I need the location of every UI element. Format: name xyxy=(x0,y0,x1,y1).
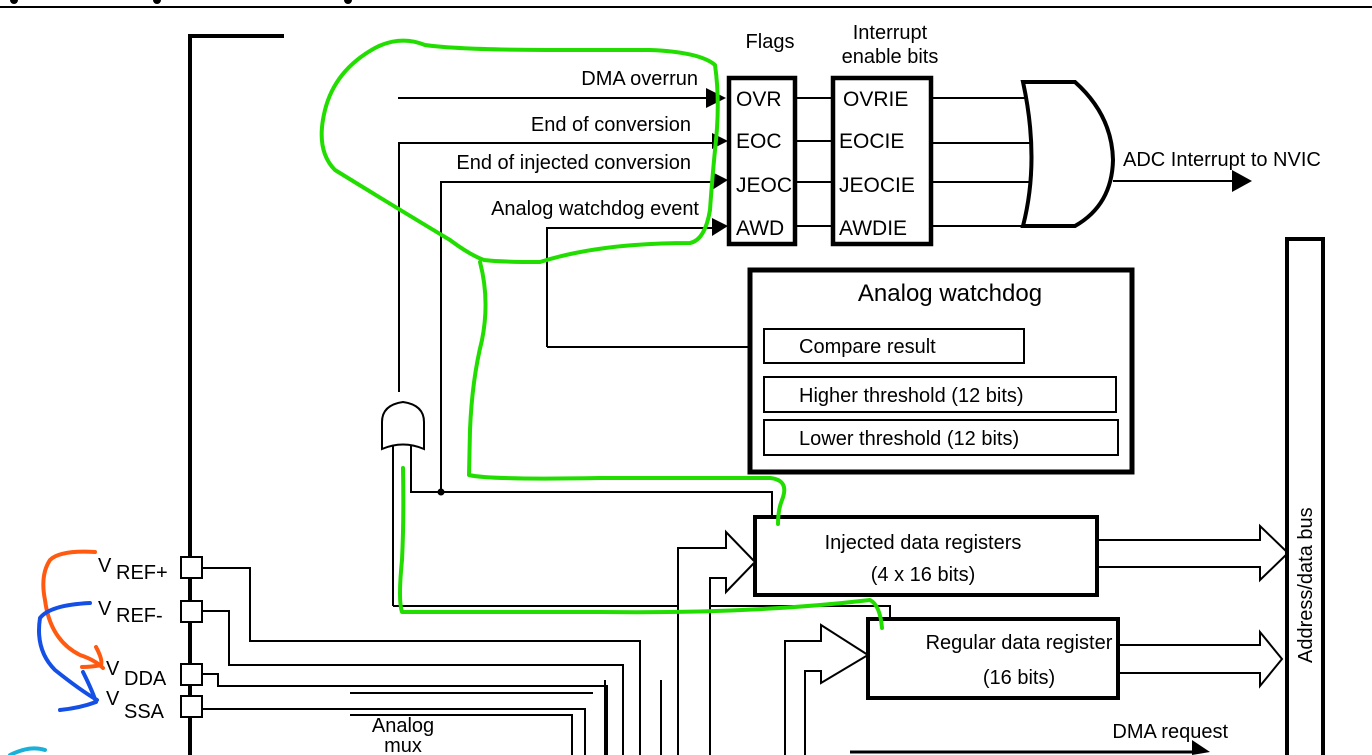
higher-threshold-box xyxy=(763,376,1117,413)
label-vssa-sub: SSA xyxy=(124,701,165,723)
address-bus-label: Address/data bus xyxy=(1295,507,1317,663)
junction-dot xyxy=(437,488,445,496)
green-annotation-path-1 xyxy=(467,260,787,526)
green-annotation-loop xyxy=(319,38,720,264)
lower-threshold-label: Lower threshold (12 bits) xyxy=(799,428,1019,450)
title-fragment xyxy=(153,0,161,4)
label-vdda-sub: DDA xyxy=(124,668,167,690)
pin-vssa xyxy=(180,695,203,718)
wire-eoc xyxy=(398,142,712,392)
pin-vref-minus xyxy=(180,600,203,623)
arrow-awd xyxy=(712,218,728,236)
ie-jeocie: JEOCIE xyxy=(839,174,915,197)
label-vssa-v: V xyxy=(106,688,120,710)
lower-threshold-box xyxy=(763,419,1119,456)
label-vref-plus-v: V xyxy=(98,555,112,577)
regular-register-label-2: (16 bits) xyxy=(983,667,1055,689)
label-dma-overrun: DMA overrun xyxy=(581,68,698,90)
label-vdda-v: V xyxy=(106,658,120,680)
label-adc-interrupt: ADC Interrupt to NVIC xyxy=(1123,149,1321,171)
or-gate-small xyxy=(381,400,425,451)
interrupt-enable-box xyxy=(830,75,934,247)
wire-mux-inner xyxy=(350,714,573,755)
pin-vdda xyxy=(180,663,203,686)
ie-eocie: EOCIE xyxy=(839,130,904,153)
adc-boundary xyxy=(188,34,284,755)
label-end-of-injected-conversion: End of injected conversion xyxy=(456,152,691,174)
flag-awd: AWD xyxy=(736,217,784,240)
arrow-into-regular xyxy=(784,623,870,755)
wire-regular-reg xyxy=(393,605,891,620)
arrow-into-injected xyxy=(677,529,757,755)
wire-gate-in-right xyxy=(410,446,773,515)
cyan-annotation-mark xyxy=(8,746,47,755)
analog-watchdog-title: Analog watchdog xyxy=(858,280,1042,307)
arrow-nvic xyxy=(1232,170,1252,192)
arrow-injected-to-bus xyxy=(1099,523,1290,583)
wire-awd xyxy=(546,227,712,347)
regular-register-label-1: Regular data register xyxy=(926,632,1113,654)
wire-vref-plus xyxy=(203,567,641,755)
flag-ovr: OVR xyxy=(736,88,782,111)
flags-header: Flags xyxy=(746,31,795,53)
flag-eoc: EOC xyxy=(736,130,782,153)
blue-annotation-arrow xyxy=(37,601,99,712)
analog-mux-label-2: mux xyxy=(384,735,422,755)
compare-result-label: Compare result xyxy=(799,336,936,358)
wire-jeoc xyxy=(440,181,712,492)
analog-mux-label-1: Analog xyxy=(372,715,434,737)
flag-jeoc: JEOC xyxy=(736,174,792,197)
wire-vdda xyxy=(203,673,608,755)
higher-threshold-label: Higher threshold (12 bits) xyxy=(799,385,1024,407)
flags-register-box xyxy=(726,75,798,247)
injected-registers-label-2: (4 x 16 bits) xyxy=(871,564,975,586)
injected-data-registers-box xyxy=(753,515,1099,597)
wire-vssa xyxy=(203,708,586,755)
interrupt-enable-header-2: enable bits xyxy=(842,46,939,68)
label-end-of-conversion: End of conversion xyxy=(531,114,691,136)
ie-ovrie: OVRIE xyxy=(843,88,908,111)
pin-vref-plus xyxy=(180,556,203,579)
arrow-dma-request xyxy=(1192,740,1210,755)
compare-result-box xyxy=(763,328,1025,364)
regular-data-register-box xyxy=(866,617,1120,700)
wire-vref-minus xyxy=(203,610,624,755)
title-fragment xyxy=(10,0,18,4)
label-analog-watchdog-event: Analog watchdog event xyxy=(491,198,699,220)
or-gate-interrupt xyxy=(1020,80,1116,228)
arrow-regular-to-bus xyxy=(1120,629,1284,689)
label-dma-request: DMA request xyxy=(1112,721,1228,743)
address-data-bus xyxy=(1285,237,1325,755)
injected-registers-label-1: Injected data registers xyxy=(825,532,1022,554)
label-vref-minus-sub: REF- xyxy=(116,605,163,627)
label-vref-plus-sub: REF+ xyxy=(116,562,168,584)
label-vref-minus-v: V xyxy=(98,598,112,620)
ie-awdie: AWDIE xyxy=(839,217,907,240)
arrow-jeoc xyxy=(712,172,728,190)
green-annotation-path-2 xyxy=(398,466,884,630)
orange-annotation-arrow xyxy=(41,549,105,670)
title-fragment xyxy=(344,0,352,4)
interrupt-enable-header-1: Interrupt xyxy=(853,22,928,44)
